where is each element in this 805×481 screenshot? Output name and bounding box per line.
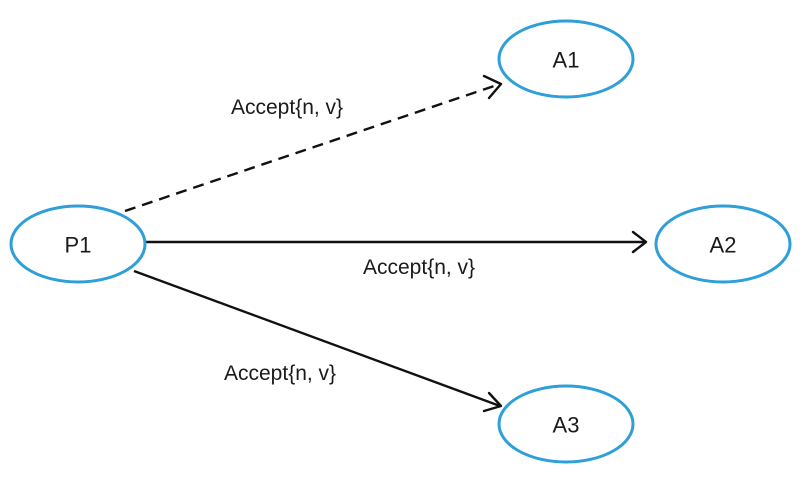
edge-p1-a3-label: Accept{n, v}	[224, 362, 336, 385]
node-a1-ellipse	[497, 19, 635, 99]
node-p1-ellipse	[9, 204, 147, 284]
node-a3-ellipse	[497, 384, 635, 464]
edge-p1-a1-arrowhead	[482, 74, 503, 100]
edge-p1-a1-line	[124, 82, 501, 213]
node-a3-label: A3	[553, 413, 580, 438]
node-a1: A1	[497, 19, 635, 99]
edge-p1-a2	[146, 230, 648, 254]
edge-p1-a3	[133, 269, 503, 413]
node-a2-label: A2	[710, 233, 737, 258]
node-a1-label: A1	[553, 48, 580, 73]
node-p1-label: P1	[65, 233, 92, 258]
edge-p1-a3-line	[133, 269, 501, 408]
node-p1: P1	[9, 204, 147, 284]
node-a3: A3	[497, 384, 635, 464]
edge-p1-a1-label: Accept{n, v}	[231, 96, 343, 119]
edge-p1-a2-label: Accept{n, v}	[363, 256, 475, 279]
node-a2: A2	[654, 204, 792, 284]
edge-p1-a1	[124, 74, 503, 213]
edge-p1-a3-arrowhead	[482, 391, 503, 413]
node-a2-ellipse	[654, 204, 792, 284]
edge-p1-a2-arrowhead	[631, 230, 648, 254]
